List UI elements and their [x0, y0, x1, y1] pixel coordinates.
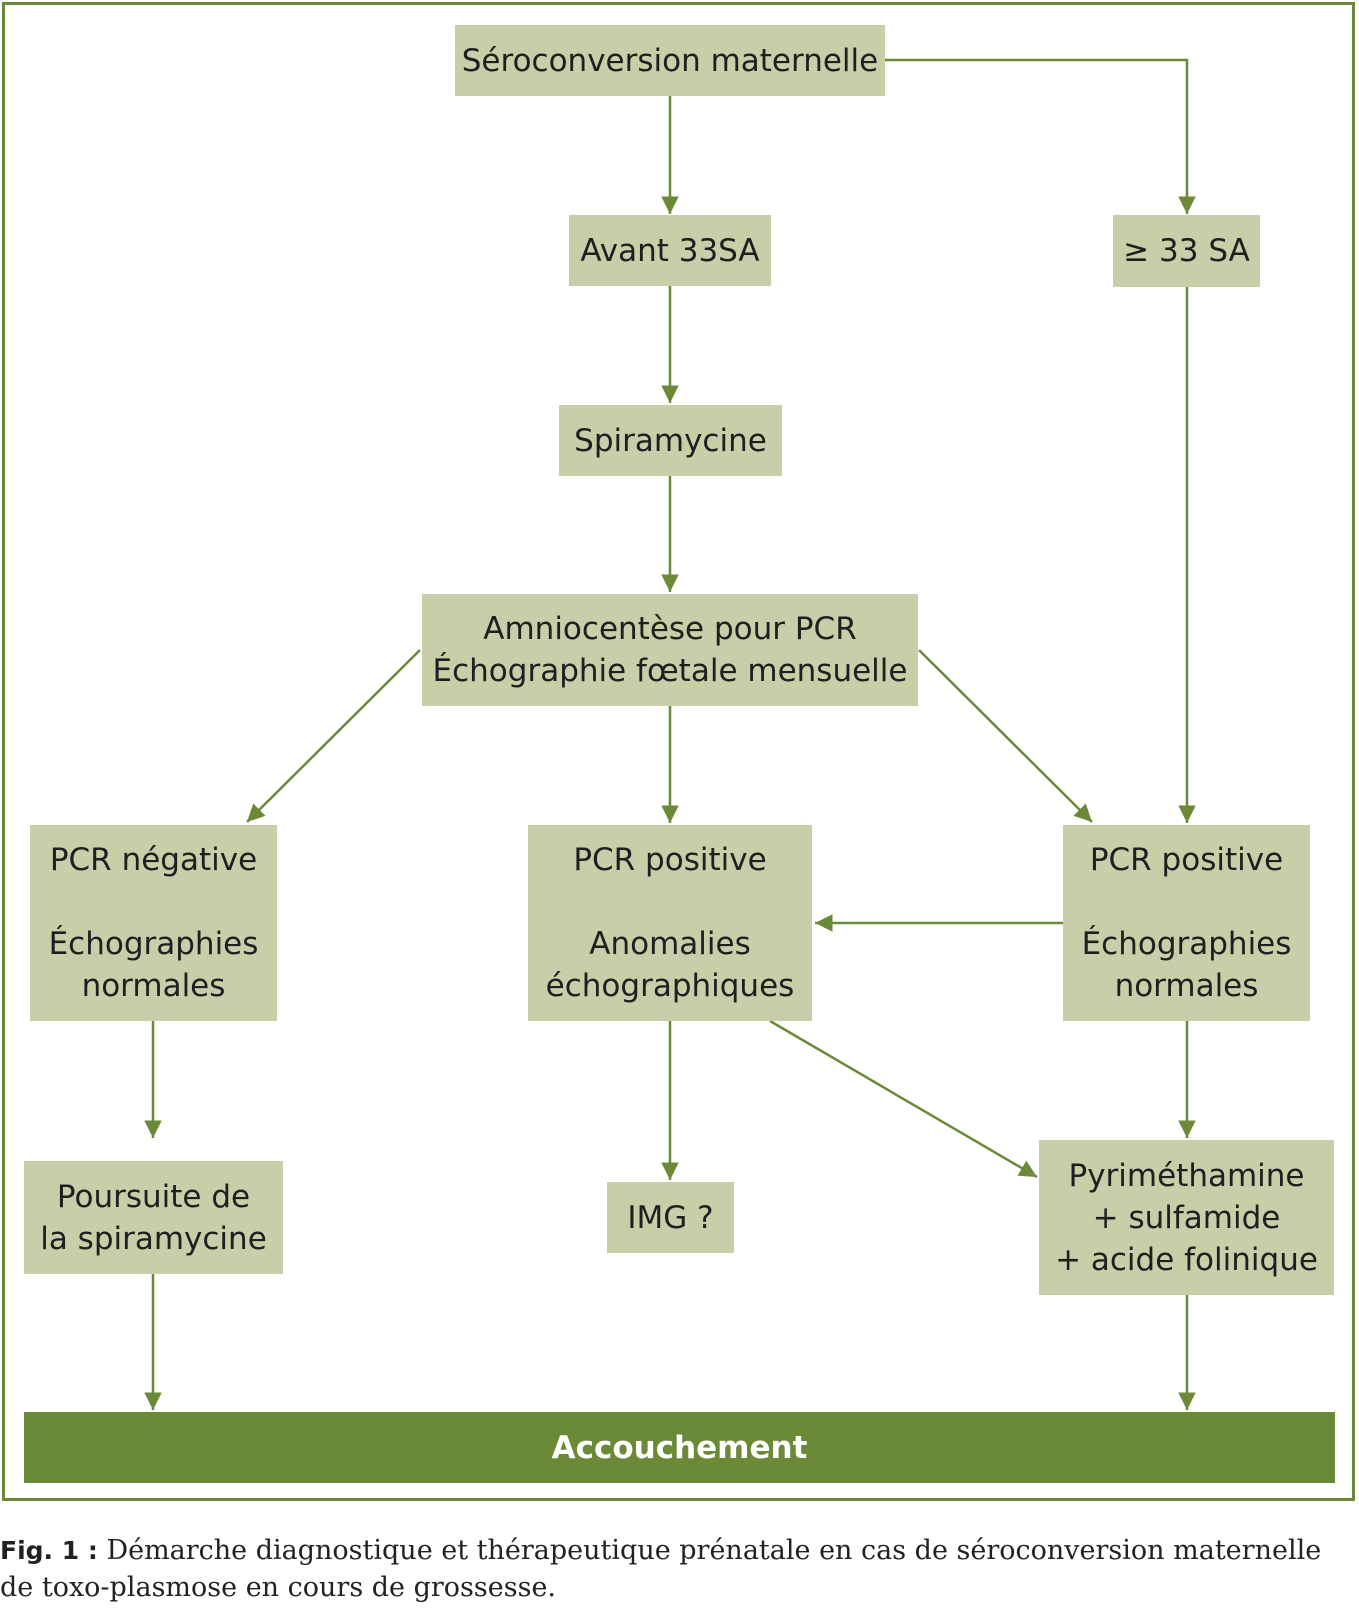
node-img-label: IMG ?: [627, 1199, 714, 1236]
node-seroconversion-label: Séroconversion maternelle: [461, 42, 879, 79]
node-ge-33-sa-label: ≥ 33 SA: [1123, 233, 1250, 269]
node-accouchement: Accouchement: [24, 1412, 1335, 1483]
node-spiramycine-label: Spiramycine: [574, 422, 767, 459]
node-seroconversion: Séroconversion maternelle: [455, 25, 885, 96]
arrow-sero-to-ge33: [885, 58, 1196, 214]
node-pcr-positive-anomalies-line1: PCR positive: [573, 842, 767, 878]
node-pcr-positive-normales-line1: PCR positive: [1089, 842, 1284, 878]
node-avant-33sa-label: Avant 33SA: [580, 232, 760, 269]
node-accouchement-label: Accouchement: [551, 1429, 808, 1466]
node-pcr-positive-normales-line2: Échographies: [1081, 926, 1292, 962]
arrow-amnio-to-pcr-negative: [246, 649, 421, 823]
node-pcr-negative-line2: Échographies: [48, 926, 259, 962]
figure-caption-label: Fig. 1 :: [0, 1536, 98, 1565]
node-poursuite-spiramycine: Poursuite de la spiramycine: [24, 1161, 283, 1274]
arrow-anomalies-to-pyrimethamine: [769, 1019, 1038, 1179]
node-spiramycine: Spiramycine: [559, 405, 782, 476]
node-poursuite-line2: la spiramycine: [40, 1220, 267, 1257]
node-pyrimethamine: Pyriméthamine + sulfamide + acide folini…: [1039, 1140, 1334, 1295]
node-amniocentese: Amniocentèse pour PCR Échographie fœtale…: [422, 594, 918, 706]
node-pcr-negative-line1: PCR négative: [49, 842, 258, 878]
node-pyrimethamine-line1: Pyriméthamine: [1068, 1157, 1305, 1194]
node-amniocentese-line1: Amniocentèse pour PCR: [483, 611, 857, 647]
node-pcr-positive-anomalies-line2: Anomalies: [589, 926, 751, 962]
node-pyrimethamine-line3: + acide folinique: [1055, 1241, 1318, 1278]
diagram-frame: [2, 2, 1355, 1501]
arrow-amnio-to-pcr-positive-normales: [918, 649, 1093, 823]
node-pcr-positive-anomalies: PCR positive Anomalies échographiques: [528, 825, 812, 1021]
node-pyrimethamine-line2: + sulfamide: [1092, 1199, 1281, 1236]
node-pcr-positive-normales-line3: normales: [1114, 968, 1259, 1004]
node-pcr-positive-anomalies-line3: échographiques: [545, 968, 795, 1004]
node-img: IMG ?: [607, 1182, 734, 1253]
node-pcr-negative-line3: normales: [81, 968, 226, 1004]
node-ge-33-sa: ≥ 33 SA: [1113, 215, 1260, 287]
node-avant-33sa: Avant 33SA: [569, 215, 771, 286]
figure-caption: Fig. 1 : Démarche diagnostique et thérap…: [0, 1532, 1355, 1606]
node-poursuite-line1: Poursuite de: [56, 1178, 251, 1215]
figure-caption-text: Démarche diagnostique et thérapeutique p…: [0, 1535, 1322, 1603]
node-pcr-negative: PCR négative Échographies normales: [30, 825, 277, 1021]
node-pcr-positive-normales: PCR positive Échographies normales: [1063, 825, 1310, 1021]
node-amniocentese-line2: Échographie fœtale mensuelle: [432, 653, 908, 689]
